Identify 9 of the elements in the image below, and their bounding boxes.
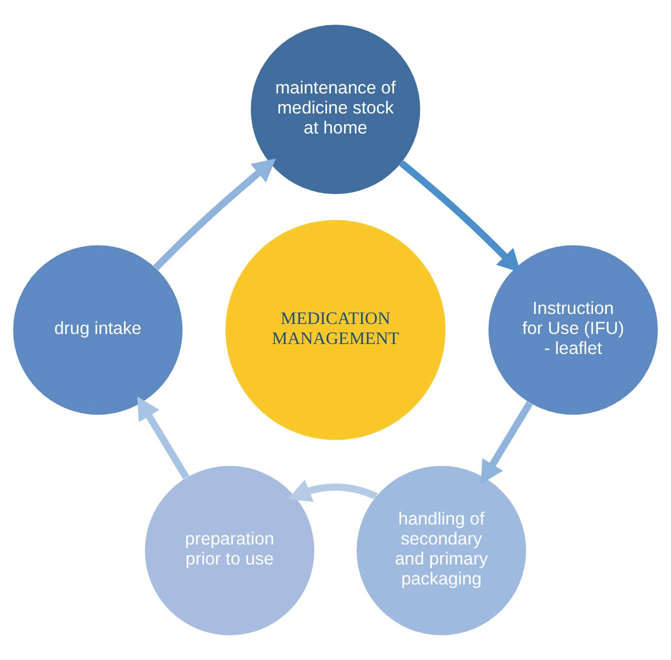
arrow	[480, 401, 533, 484]
arrow	[288, 480, 378, 502]
node-circle: Instruction for Use (IFU) - leaflet	[488, 245, 658, 415]
arrow	[399, 160, 521, 273]
arrow	[137, 396, 190, 480]
node-circle: MEDICATION MANAGEMENT	[226, 220, 446, 440]
node-circle: drug intake	[13, 245, 183, 415]
node-circle: handling of secondary and primary packaging	[356, 466, 526, 636]
arrow	[153, 158, 276, 270]
